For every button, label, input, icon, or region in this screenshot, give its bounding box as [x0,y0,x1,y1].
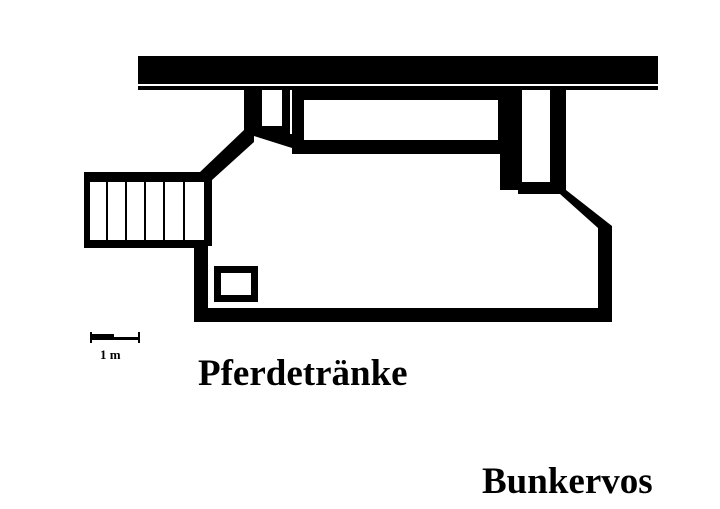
scale-bar [90,332,140,343]
scale-bar-line [90,337,140,340]
place-name: Bunkervos [482,461,653,502]
roof-band-edge [138,86,658,90]
roof-band [138,56,658,84]
scale-bar-tick-left [90,332,92,343]
main-enclosure-interior [208,136,598,308]
scale-bar-tick-right [138,332,140,343]
diagram-title: Pferdetränke [198,353,408,394]
long-trough-inner [304,100,498,140]
scale-bar-half [90,334,114,337]
small-basin-inner [221,273,251,295]
small-chamber-top-left-inner [262,90,282,126]
scale-label: 1 m [100,347,121,362]
right-pier-inner [522,90,550,182]
